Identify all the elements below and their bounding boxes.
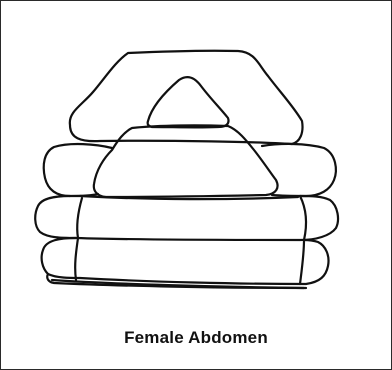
apex-segment [148,77,229,127]
middle-band-left-edge [77,198,82,238]
lower-band-left-edge [75,238,78,280]
central-segment [94,125,278,197]
upper-dome-outline [70,51,303,144]
lower-band [42,238,329,284]
lower-band-right-edge [300,240,304,284]
right-upper-roll [262,144,336,196]
left-upper-roll [44,144,112,196]
figure-caption: Female Abdomen [0,328,392,348]
middle-band-right-edge [300,196,306,240]
